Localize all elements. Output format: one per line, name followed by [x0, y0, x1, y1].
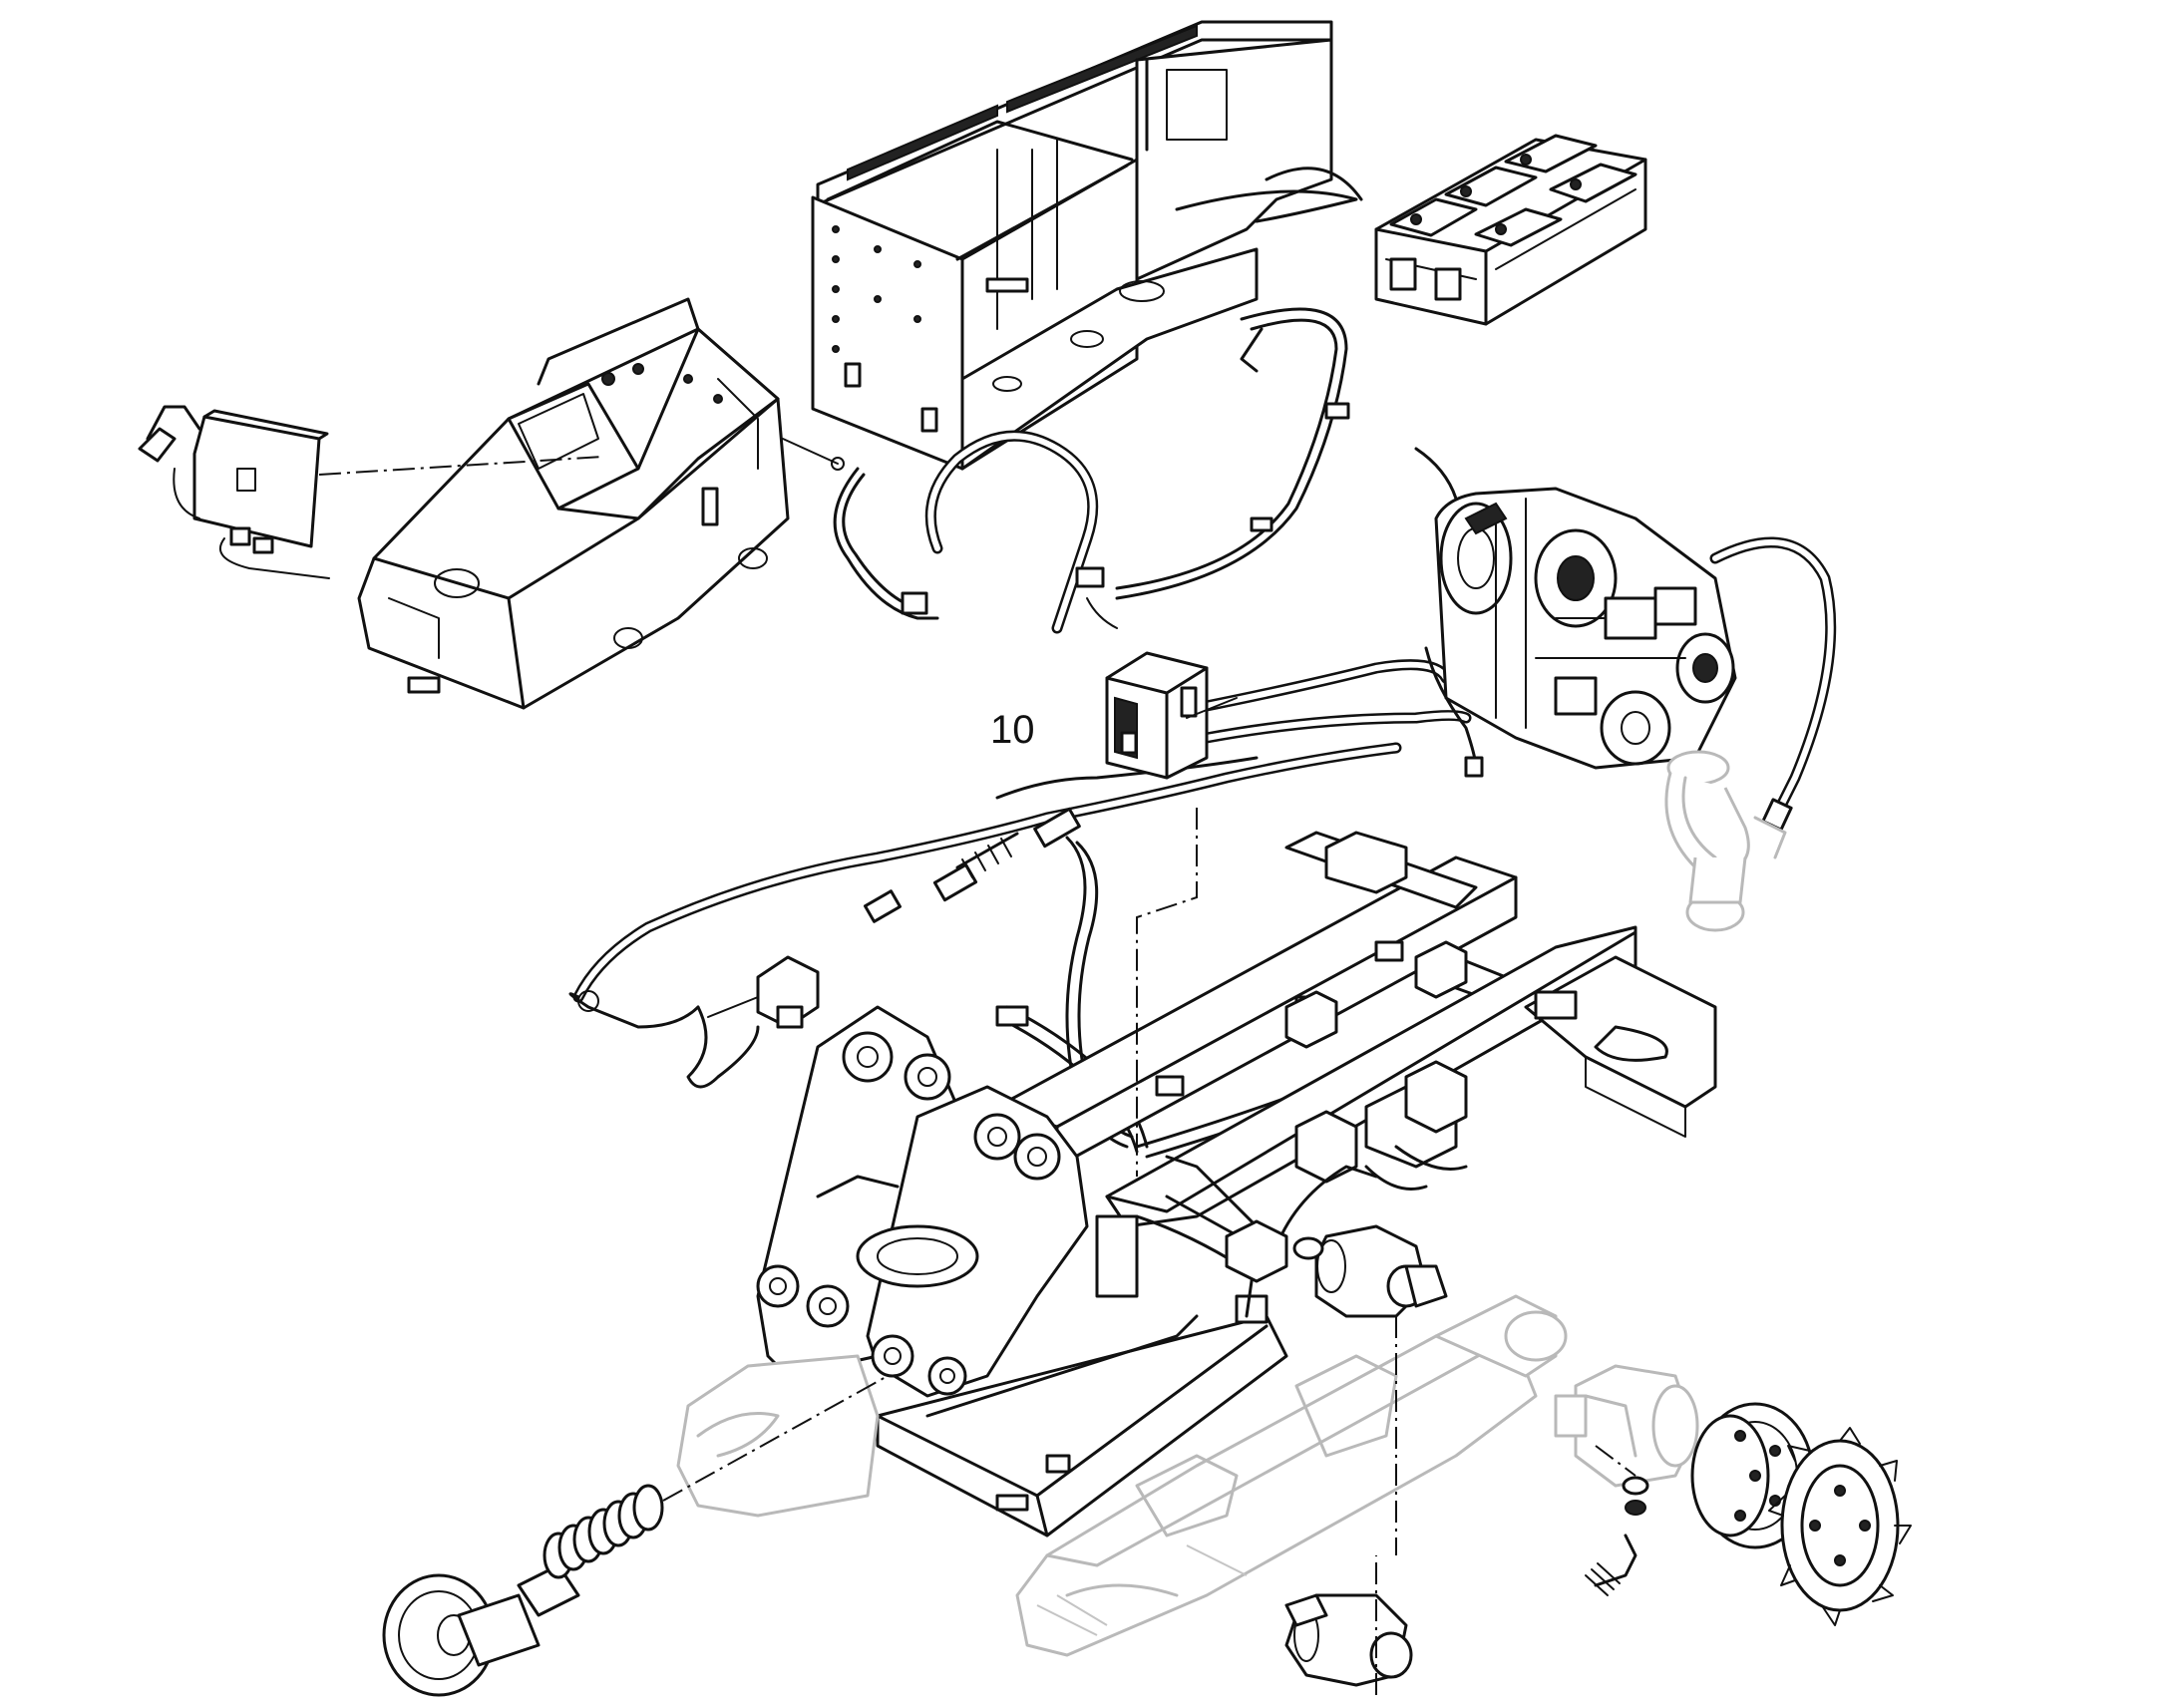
assembly-lines [1136, 808, 1636, 1695]
upper-frame-rails [995, 831, 1717, 1228]
track-frame-undercarriage [676, 1294, 1568, 1657]
travel-motor [1554, 1364, 1699, 1488]
hydraulic-pump [1414, 447, 1837, 832]
idler-recoil-assembly [382, 1375, 889, 1697]
battery-pack [1374, 134, 1647, 326]
hydraulic-fittings [1585, 1476, 1649, 1596]
display-module [138, 405, 604, 579]
cab-frame-housing [811, 20, 1363, 471]
boom-mount-swing-frame [756, 1005, 1378, 1537]
suction-elbow-pipe [1664, 750, 1787, 932]
drive-sprocket [1768, 1427, 1912, 1626]
control-console [357, 297, 790, 710]
track-roller-bottom [1284, 1593, 1413, 1687]
control-valve-block: 10 [990, 651, 1238, 780]
callout-10: 10 [990, 708, 1035, 752]
recoil-spring [543, 1484, 664, 1579]
carrier-roller [1292, 1224, 1448, 1555]
wiring-harness [568, 307, 1483, 1159]
